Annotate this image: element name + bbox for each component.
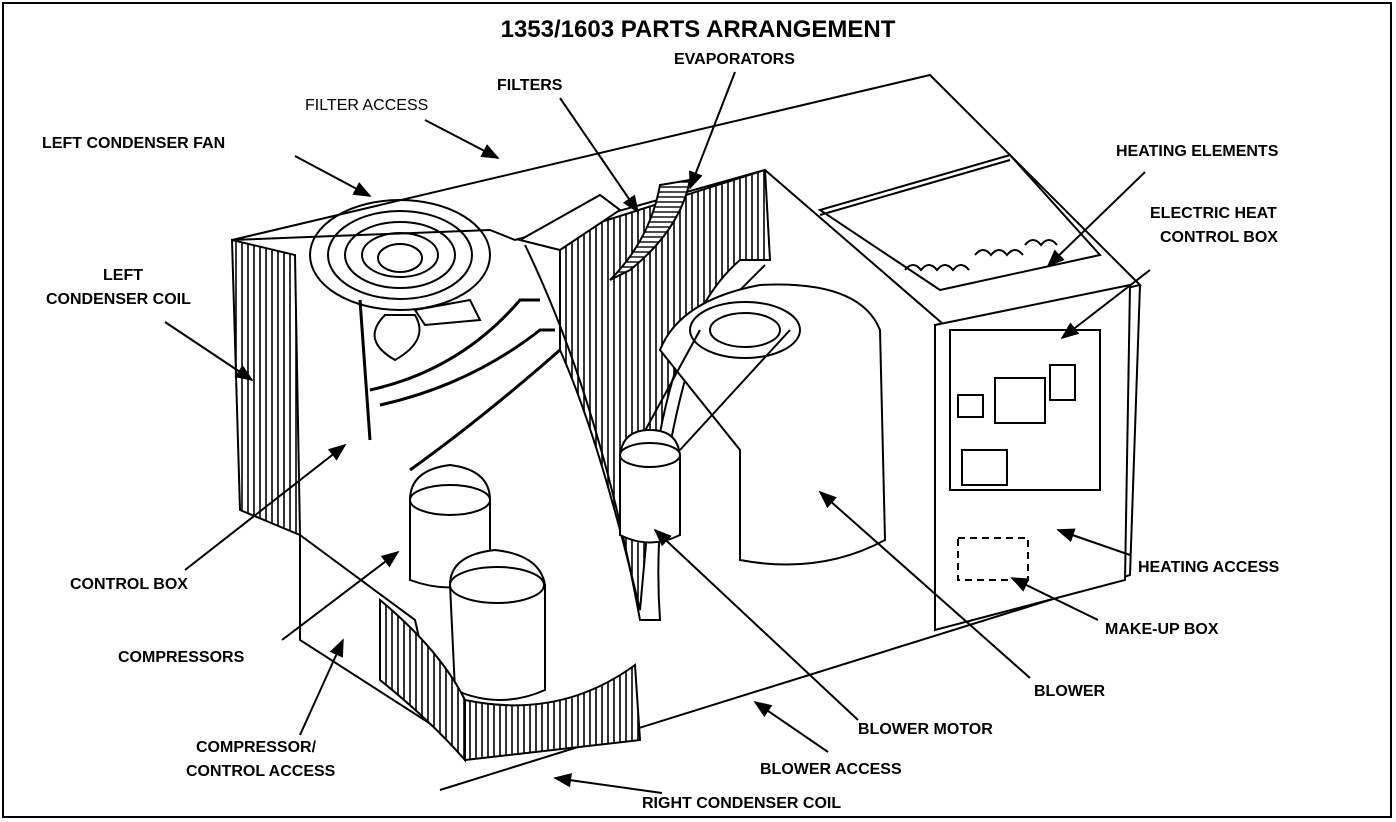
arrow-compressors [281,550,400,641]
refrigerant-tubing [358,298,561,472]
label-filter-access: FILTER ACCESS [305,97,429,114]
label-compressor-control-access-line1: COMPRESSOR/ [196,739,317,756]
arrow-blower-access [753,700,829,753]
arrow-right-condenser-coil [553,773,663,794]
arrow-left-condenser-fan [294,155,372,197]
blower-belt [639,329,791,451]
condenser-fan [309,199,491,362]
arrow-make-up-box [1010,577,1099,621]
label-blower-access: BLOWER ACCESS [760,761,902,778]
label-compressor-control-access-line2: CONTROL ACCESS [186,763,336,780]
compressors-drawing [409,463,546,701]
label-control-box: CONTROL BOX [70,576,188,593]
heating-element-coils [904,239,1058,272]
arrow-evaporators [689,71,736,190]
label-heating-elements: HEATING ELEMENTS [1116,143,1279,160]
label-right-condenser-coil: RIGHT CONDENSER COIL [642,795,842,812]
label-electric-heat-control-box-line2: CONTROL BOX [1160,229,1278,246]
label-filters: FILTERS [497,77,563,94]
label-left-condenser-coil-line2: CONDENSER COIL [46,291,191,308]
arrow-filters [559,97,640,214]
label-blower-motor: BLOWER MOTOR [858,721,993,738]
arrow-heating-elements [1046,171,1146,268]
arrow-filter-access [424,119,500,159]
diagram-title: 1353/1603 PARTS ARRANGEMENT [500,16,896,43]
cabinet-left-side [230,238,302,537]
arrow-electric-heat-control-box [1060,269,1151,340]
label-evaporators: EVAPORATORS [674,51,795,68]
label-heating-access: HEATING ACCESS [1138,559,1280,576]
arrow-left-condenser-coil [164,321,254,381]
label-left-condenser-fan: LEFT CONDENSER FAN [42,135,226,152]
right-condenser-coil [379,597,642,763]
label-electric-heat-control-box-line1: ELECTRIC HEAT [1150,205,1277,222]
label-blower: BLOWER [1034,683,1106,700]
label-compressors: COMPRESSORS [118,649,245,666]
arrow-control-box [184,443,347,571]
arrow-blower-motor [653,528,859,721]
label-left-condenser-coil-line1: LEFT [103,267,143,284]
arrow-compressor-control-access [299,638,344,736]
electric-heat-section [817,153,1102,581]
cabinet-bottom-edge [439,284,1141,791]
arrow-heating-access [1056,528,1131,556]
make-up-box-outline [957,537,1029,581]
evaporator-partition [524,244,766,621]
arrow-blower [818,490,1031,679]
leader-arrows [164,71,1151,794]
label-make-up-box: MAKE-UP BOX [1105,621,1219,638]
